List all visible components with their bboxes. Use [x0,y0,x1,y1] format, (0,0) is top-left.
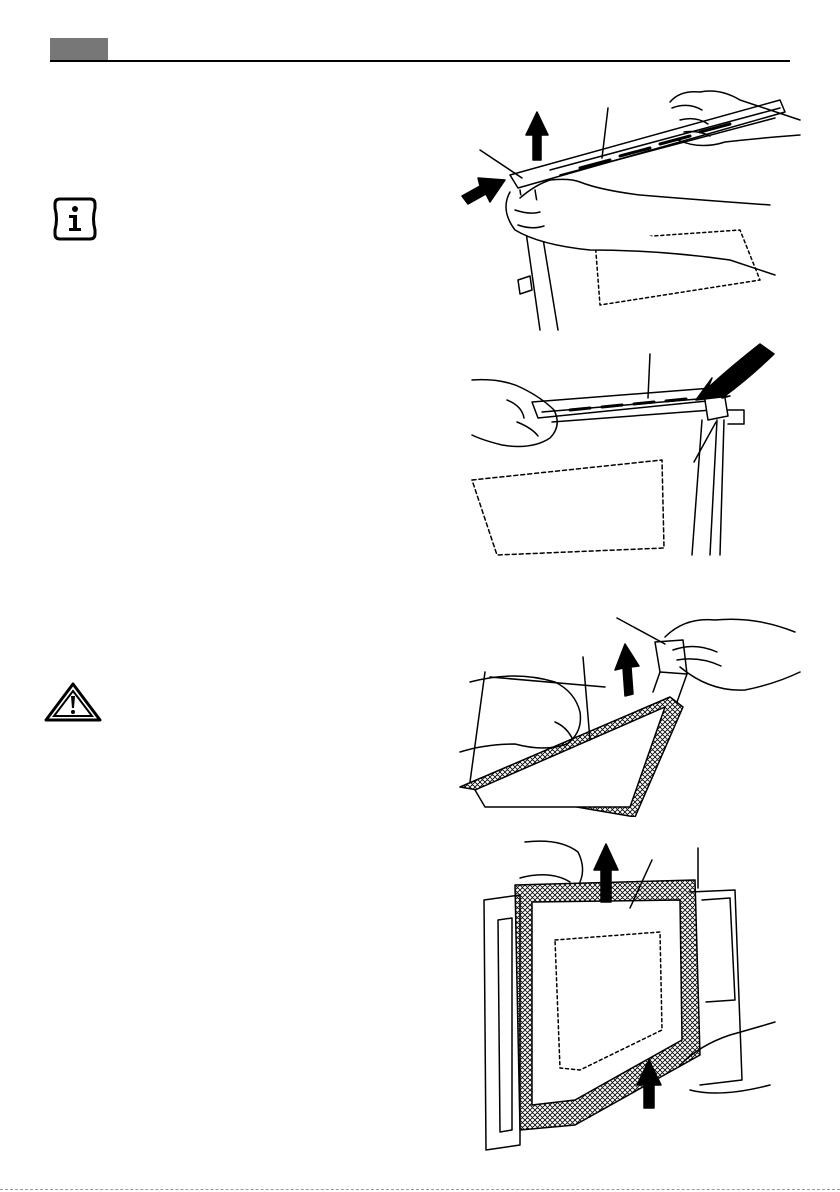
warning-icon [44,682,102,722]
info-icon [52,196,98,242]
header-rule [50,60,790,62]
figure-remove-inner-panel [480,830,780,1160]
figure-trim-strip-hinge [462,340,782,565]
figure-lift-glass-panel [455,612,805,817]
figure-remove-trim-strip [440,80,810,335]
page-bottom-rule [0,1189,840,1190]
page-header-tab [50,38,108,60]
